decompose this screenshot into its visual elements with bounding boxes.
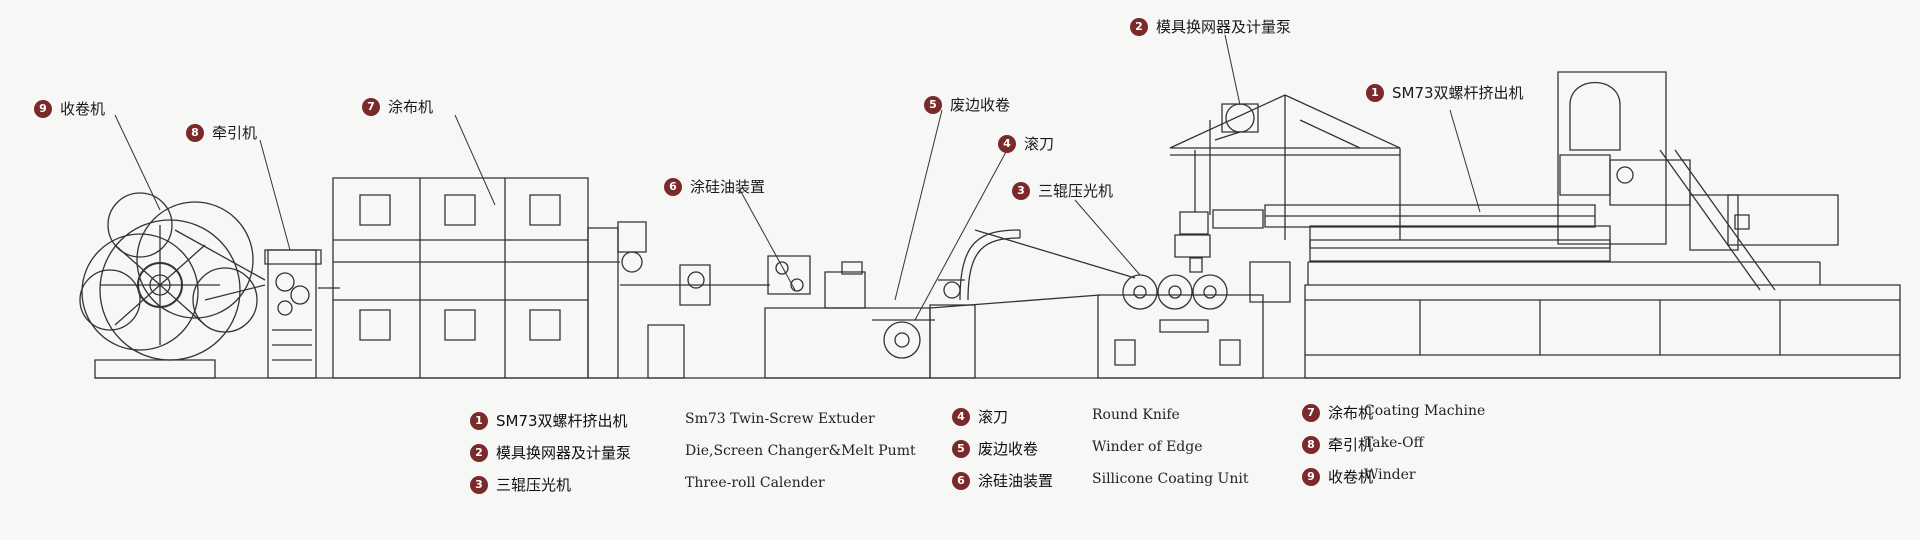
legend-item-2-zh: 模具换网器及计量泵 xyxy=(496,444,632,462)
callout-8: 8 牵引机 xyxy=(186,122,257,143)
callout-9-number: 9 xyxy=(34,99,52,118)
take-off-machine xyxy=(265,250,321,378)
callout-5-label: 废边收卷 xyxy=(950,96,1011,114)
legend-item-1-en: Sm73 Twin-Screw Extuder xyxy=(685,411,875,427)
legend-item-6: 6 涂硅油装置 xyxy=(952,470,1053,491)
callout-1: 1 SM73双螺杆挤出机 xyxy=(1366,82,1524,103)
callout-1-label: SM73双螺杆挤出机 xyxy=(1392,84,1524,102)
silicone-coating-unit xyxy=(765,256,930,378)
callout-4-label: 滚刀 xyxy=(1024,135,1055,153)
legend-item-5-number: 5 xyxy=(952,439,970,458)
legend-item-1: 1 SM73双螺杆挤出机 xyxy=(470,410,628,431)
callout-1-number: 1 xyxy=(1366,83,1384,102)
legend-item-2: 2 模具换网器及计量泵 xyxy=(470,442,631,463)
legend-item-4-en: Round Knife xyxy=(1092,407,1180,423)
callout-6-number: 6 xyxy=(664,177,682,196)
legend-item-8: 8 牵引机 xyxy=(1302,434,1373,455)
callout-6-label: 涂硅油装置 xyxy=(690,178,766,196)
callout-4: 4 滚刀 xyxy=(998,133,1054,154)
winder-machine xyxy=(80,193,257,378)
callout-4-number: 4 xyxy=(998,134,1016,153)
legend-item-5-en: Winder of Edge xyxy=(1092,439,1203,455)
legend-item-6-zh: 涂硅油装置 xyxy=(978,472,1054,490)
legend-item-8-number: 8 xyxy=(1302,435,1320,454)
callout-7-number: 7 xyxy=(362,97,380,116)
legend-item-3-number: 3 xyxy=(470,475,488,494)
callout-5-number: 5 xyxy=(924,95,942,114)
legend-item-4: 4 滚刀 xyxy=(952,406,1008,427)
callout-3: 3 三辊压光机 xyxy=(1012,180,1113,201)
callout-2-number: 2 xyxy=(1130,17,1148,36)
legend-item-1-zh: SM73双螺杆挤出机 xyxy=(496,412,628,430)
legend-item-1-number: 1 xyxy=(470,411,488,430)
callout-3-label: 三辊压光机 xyxy=(1038,182,1114,200)
callout-7: 7 涂布机 xyxy=(362,96,433,117)
legend-item-7-en: Coating Machine xyxy=(1364,403,1486,419)
callout-8-label: 牵引机 xyxy=(212,124,258,142)
callout-5: 5 废边收卷 xyxy=(924,94,1010,115)
callout-3-number: 3 xyxy=(1012,181,1030,200)
legend-item-3-zh: 三辊压光机 xyxy=(496,476,572,494)
gantry-frame xyxy=(1170,95,1400,240)
legend-item-2-number: 2 xyxy=(470,443,488,462)
leader-lines xyxy=(115,35,1480,320)
legend-item-6-en: Sillicone Coating Unit xyxy=(1092,471,1249,487)
coating-machine xyxy=(333,178,710,378)
callout-6: 6 涂硅油装置 xyxy=(664,176,765,197)
legend-item-2-en: Die,Screen Changer&Melt Pumt xyxy=(685,443,916,459)
legend-item-9: 9 收卷机 xyxy=(1302,466,1373,487)
legend-item-9-zh: 收卷机 xyxy=(1328,468,1374,486)
legend-item-6-number: 6 xyxy=(952,471,970,490)
twin-screw-extruder xyxy=(1265,72,1900,378)
legend-item-7-zh: 涂布机 xyxy=(1328,404,1374,422)
callout-8-number: 8 xyxy=(186,123,204,142)
legend-item-9-en: Winder xyxy=(1364,467,1416,483)
edge-winder-and-knife xyxy=(872,230,1020,378)
legend-item-5-zh: 废边收卷 xyxy=(978,440,1039,458)
legend-item-7-number: 7 xyxy=(1302,403,1320,422)
legend-item-9-number: 9 xyxy=(1302,467,1320,486)
legend-item-7: 7 涂布机 xyxy=(1302,402,1373,423)
legend-item-3: 3 三辊压光机 xyxy=(470,474,571,495)
callout-9-label: 收卷机 xyxy=(60,100,106,118)
legend-item-4-number: 4 xyxy=(952,407,970,426)
die-screen-changer xyxy=(1175,104,1263,272)
callout-2: 2 模具换网器及计量泵 xyxy=(1130,16,1291,37)
three-roll-calender xyxy=(1098,262,1290,378)
legend: 1 SM73双螺杆挤出机 Sm73 Twin-Screw Extuder 2 模… xyxy=(470,403,1910,520)
legend-item-8-en: Take-Off xyxy=(1364,435,1424,451)
callout-7-label: 涂布机 xyxy=(388,98,434,116)
callout-2-label: 模具换网器及计量泵 xyxy=(1156,18,1292,36)
legend-item-8-zh: 牵引机 xyxy=(1328,436,1374,454)
legend-item-5: 5 废边收卷 xyxy=(952,438,1038,459)
callout-9: 9 收卷机 xyxy=(34,98,105,119)
legend-item-4-zh: 滚刀 xyxy=(978,408,1009,426)
legend-item-3-en: Three-roll Calender xyxy=(685,475,825,491)
